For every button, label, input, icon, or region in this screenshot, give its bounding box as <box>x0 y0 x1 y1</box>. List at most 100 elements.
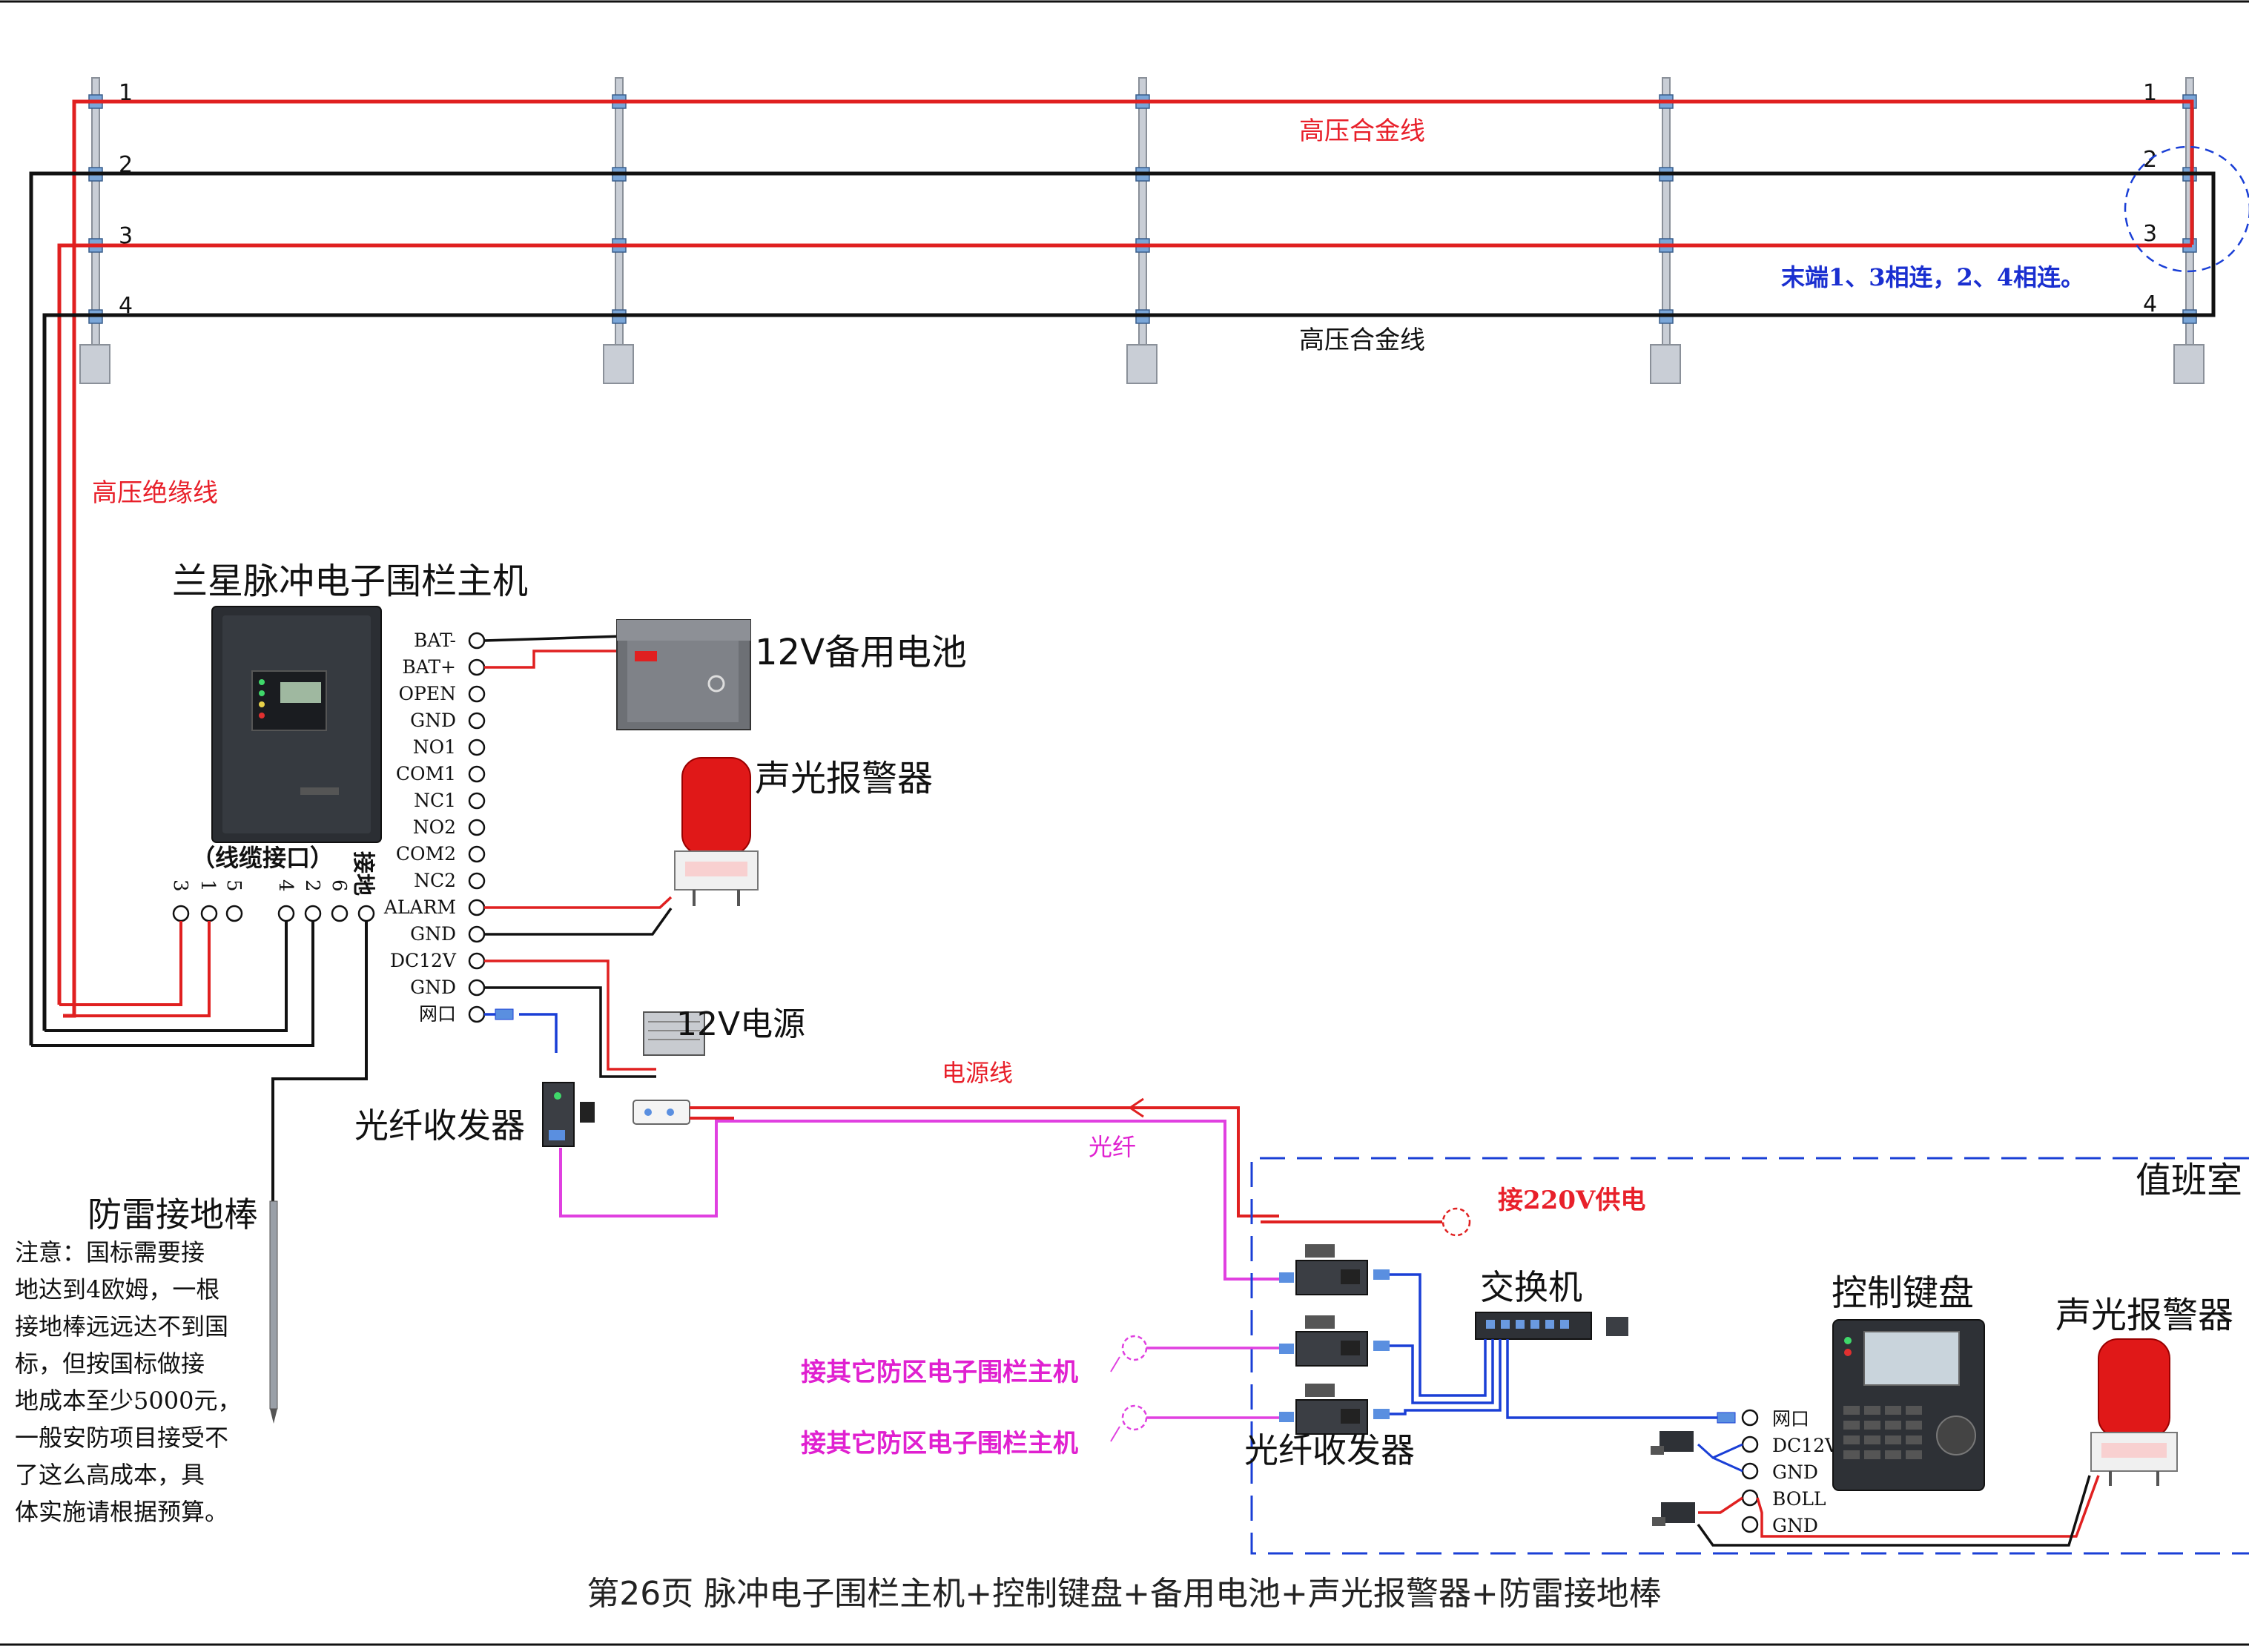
note-line: 了这么高成本，具 <box>15 1461 205 1489</box>
host-port-circles <box>172 905 375 922</box>
battery-label: 12V备用电池 <box>755 632 967 673</box>
wire-1 <box>63 99 2194 1018</box>
alarm-right-image <box>2090 1338 2178 1486</box>
terminal-label: NO2 <box>413 816 456 838</box>
port-number: 4 <box>274 879 297 892</box>
cable-port-label: （线缆接口） <box>191 844 334 872</box>
power-adapter-image <box>1651 1431 1694 1455</box>
rj45-plug <box>1717 1412 1736 1424</box>
port-number: 1 <box>197 879 219 892</box>
wire-number: 2 <box>119 152 133 178</box>
power-adapter-image <box>1652 1502 1695 1526</box>
terminal-label: GND <box>410 923 456 945</box>
fence-post <box>603 77 634 384</box>
terminal-label: GND <box>1772 1515 1818 1536</box>
switch-label: 交换机 <box>1480 1267 1582 1307</box>
host-port <box>304 905 322 922</box>
terminal-label: DC12V <box>1772 1435 1839 1456</box>
terminal-label: NC2 <box>414 870 456 891</box>
note-line: 接地棒远远达不到国 <box>15 1312 228 1341</box>
terminal-label: COM2 <box>396 843 456 865</box>
alarm-right-label: 声光报警器 <box>2055 1295 2233 1336</box>
host-terminal-circles <box>468 632 486 1023</box>
host-port <box>225 905 243 922</box>
terminal-label: NC1 <box>414 790 456 811</box>
psu-image <box>643 1011 705 1056</box>
switch-image <box>1475 1312 1628 1340</box>
fiber-line <box>559 1120 1292 1281</box>
port-number: 6 <box>328 879 350 892</box>
wire-4 <box>42 313 2192 1031</box>
port-number: 3 <box>169 879 191 892</box>
power-line-label: 电源线 <box>942 1059 1013 1087</box>
keyboard-image <box>1832 1319 1985 1491</box>
hv-insulated-label: 高压绝缘线 <box>92 478 218 508</box>
other-zone-label: 接其它防区电子围栏主机 <box>801 1358 1078 1387</box>
fence-wires <box>29 99 2216 1045</box>
note-line: 注意：国标需要接 <box>15 1238 205 1266</box>
fence-posts <box>79 77 2205 384</box>
network-cables <box>1390 1273 1717 1419</box>
host-terminal-labels: BAT- BAT+ OPEN GND NO1 COM1 NC1 NO2 COM2… <box>383 630 457 1025</box>
wire-number: 1 <box>2143 80 2157 106</box>
fiber-transceiver-unit <box>1279 1315 1390 1367</box>
note-line: 标，但按国标做接 <box>15 1349 205 1378</box>
zone-input-point <box>1121 1335 1148 1361</box>
terminal-label: 网口 <box>1772 1408 1809 1430</box>
terminal-wires <box>483 635 673 1078</box>
host-port <box>277 905 295 922</box>
wire-number: 1 <box>119 80 133 106</box>
wire-2 <box>29 171 2216 1045</box>
host-port <box>200 905 218 922</box>
wire-number: 4 <box>2143 291 2157 317</box>
page-footer: 第26页 脉冲电子围栏主机+控制键盘+备用电池+声光报警器+防雷接地棒 <box>587 1575 1661 1613</box>
terminal-label: 网口 <box>419 1003 456 1025</box>
ac-supply-label: 接220V供电 <box>1498 1186 1645 1215</box>
rj45-plug <box>495 1008 514 1020</box>
duty-room-label: 值班室 <box>2136 1160 2242 1201</box>
host-unit-image <box>211 606 382 843</box>
fiber-transceiver-right-label: 光纤收发器 <box>1244 1430 1415 1470</box>
terminal-label: GND <box>410 977 456 998</box>
fiber-transceiver-left-image <box>542 1082 595 1147</box>
alarm-left-label: 声光报警器 <box>755 758 933 799</box>
lightning-rod-image <box>269 1200 278 1424</box>
fiber-transceiver-unit <box>1279 1244 1390 1295</box>
psu-label: 12V电源 <box>676 1005 805 1043</box>
fence-post <box>2173 77 2205 384</box>
terminal-label: BAT+ <box>402 656 456 678</box>
terminal-label: GND <box>410 710 456 731</box>
wire-numbers-right: 1 2 3 4 <box>2143 80 2157 317</box>
note-line: 体实施请根据预算。 <box>15 1498 228 1526</box>
fence-post <box>79 77 110 384</box>
terminal-label: OPEN <box>399 683 456 704</box>
keyboard-terminals <box>1741 1409 1759 1533</box>
wire-3 <box>57 243 2192 1005</box>
other-zone-label: 接其它防区电子围栏主机 <box>801 1429 1078 1458</box>
note-line: 地达到4欧姆，一根 <box>15 1275 219 1304</box>
alarm-left-image <box>674 757 759 906</box>
port-number: 5 <box>222 879 245 892</box>
power-plug-image <box>633 1100 690 1125</box>
port-number: 2 <box>301 879 323 892</box>
hv-alloy-label-top: 高压合金线 <box>1299 116 1425 146</box>
power-arrow <box>1128 1097 1144 1118</box>
wire-number: 3 <box>119 223 133 249</box>
terminal-label: COM1 <box>396 763 456 784</box>
fiber-label: 光纤 <box>1089 1133 1136 1161</box>
fence-post <box>1650 77 1681 384</box>
note-line: 一般安防项目接受不 <box>15 1424 228 1452</box>
hv-alloy-label-bottom: 高压合金线 <box>1299 326 1425 355</box>
terminal-label: DC12V <box>390 950 457 971</box>
wire-numbers-left: 1 2 3 4 <box>119 80 133 319</box>
note-line: 地成本至少5000元， <box>15 1387 241 1415</box>
fence-post <box>1126 77 1157 384</box>
keyboard-terminal-labels: 网口 DC12V GND BOLL GND <box>1772 1408 1839 1536</box>
terminal-label: NO1 <box>413 736 456 758</box>
host-port <box>172 905 190 922</box>
host-port <box>357 905 375 922</box>
host-title: 兰星脉冲电子围栏主机 <box>172 561 528 602</box>
grounding-note: 注意：国标需要接 地达到4欧姆，一根 接地棒远远达不到国 标，但按国标做接 地成… <box>15 1238 241 1526</box>
